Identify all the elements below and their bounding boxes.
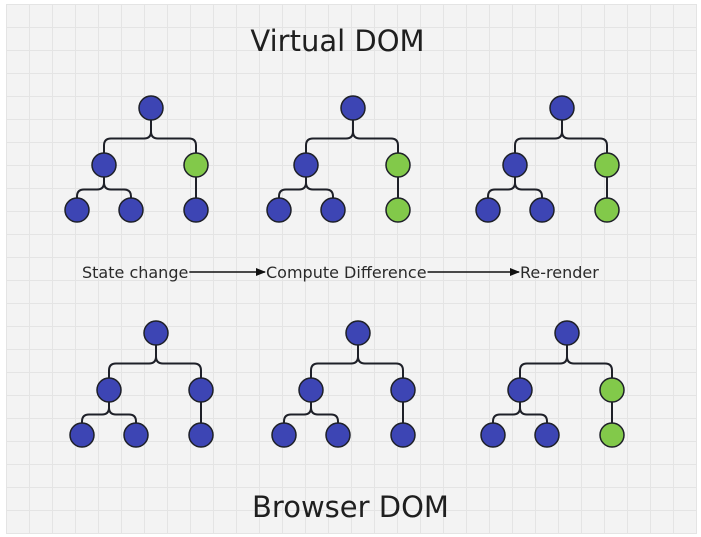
virtual-tree-1-edge-left-grandchild-2: [103, 177, 132, 198]
virtual-tree-3-node-right-grandchild: [594, 197, 620, 223]
browser-tree-3-edge-right-child: [566, 345, 613, 378]
virtual-tree-3-node-left-grandchild-1: [475, 197, 501, 223]
browser-tree-2-node-left-grandchild-2: [325, 422, 351, 448]
virtual-tree-3-edge-left-grandchild-2: [514, 177, 543, 198]
browser-tree-3-tree: [480, 320, 625, 448]
grid-board: [6, 4, 697, 534]
browser-tree-1-node-right-child: [188, 377, 214, 403]
virtual-tree-3-edge-left-grandchild-1: [487, 177, 516, 198]
browser-tree-3-edge-left-child: [519, 345, 568, 378]
virtual-tree-1-node-left-grandchild-2: [118, 197, 144, 223]
browser-tree-1-edge-left-child: [108, 345, 157, 378]
browser-tree-1-edge-left-grandchild-2: [108, 402, 137, 423]
flow-step-3-label: Re-render: [520, 263, 599, 282]
browser-tree-1-node-left-grandchild-1: [69, 422, 95, 448]
browser-tree-3-node-root: [554, 320, 580, 346]
virtual-tree-2-edge-right-child: [352, 120, 399, 153]
browser-tree-2-node-left-child: [298, 377, 324, 403]
browser-tree-2-node-right-child: [390, 377, 416, 403]
flow-step-1-label: State change: [82, 263, 188, 282]
browser-tree-1-edge-right-child: [155, 345, 202, 378]
virtual-tree-3-node-root: [549, 95, 575, 121]
browser-tree-2-node-right-grandchild: [390, 422, 416, 448]
browser-tree-2-edge-left-child: [310, 345, 359, 378]
flow-step-2-label: Compute Difference: [266, 263, 427, 282]
browser-tree-1-edge-left-grandchild-1: [81, 402, 110, 423]
browser-tree-2-edge-right-child: [357, 345, 404, 378]
browser-tree-2-node-left-grandchild-1: [271, 422, 297, 448]
virtual-tree-1-tree: [64, 95, 209, 223]
virtual-tree-1-node-root: [138, 95, 164, 121]
browser-tree-1-tree: [69, 320, 214, 448]
virtual-tree-2-tree: [266, 95, 411, 223]
virtual-tree-1-edge-right-child: [150, 120, 197, 153]
browser-tree-2-edge-left-grandchild-2: [310, 402, 339, 423]
virtual-tree-2-node-root: [340, 95, 366, 121]
virtual-tree-3-edge-left-child: [514, 120, 563, 153]
virtual-tree-3-tree: [475, 95, 620, 223]
browser-tree-3-node-left-child: [507, 377, 533, 403]
browser-tree-1-node-left-child: [96, 377, 122, 403]
browser-tree-2-edge-left-grandchild-1: [283, 402, 312, 423]
browser-tree-2-node-root: [345, 320, 371, 346]
virtual-tree-1-edge-left-child: [103, 120, 152, 153]
browser-tree-3-node-left-grandchild-1: [480, 422, 506, 448]
browser-tree-3-node-right-child: [599, 377, 625, 403]
virtual-tree-1-node-left-child: [91, 152, 117, 178]
virtual-tree-1-node-right-child: [183, 152, 209, 178]
browser-tree-1-node-root: [143, 320, 169, 346]
browser-tree-3-edge-left-grandchild-1: [492, 402, 521, 423]
virtual-tree-3-node-right-child: [594, 152, 620, 178]
virtual-tree-3-node-left-grandchild-2: [529, 197, 555, 223]
browser-tree-1-node-right-grandchild: [188, 422, 214, 448]
trees-layer: [64, 95, 625, 448]
virtual-tree-2-node-left-grandchild-1: [266, 197, 292, 223]
virtual-tree-2-edge-left-child: [305, 120, 354, 153]
virtual-tree-2-node-left-child: [293, 152, 319, 178]
browser-dom-title: Browser DOM: [252, 490, 449, 524]
virtual-tree-1-edge-left-grandchild-1: [76, 177, 105, 198]
virtual-tree-3-node-left-child: [502, 152, 528, 178]
virtual-tree-1-node-right-grandchild: [183, 197, 209, 223]
flow-layer: State change Compute Difference Re-render: [82, 263, 599, 282]
browser-tree-3-edge-left-grandchild-2: [519, 402, 548, 423]
virtual-tree-2-node-right-grandchild: [385, 197, 411, 223]
browser-tree-3-node-left-grandchild-2: [534, 422, 560, 448]
virtual-dom-title: Virtual DOM: [250, 24, 425, 58]
browser-tree-1-node-left-grandchild-2: [123, 422, 149, 448]
virtual-tree-2-edge-left-grandchild-2: [305, 177, 334, 198]
virtual-tree-2-node-right-child: [385, 152, 411, 178]
browser-tree-2-tree: [271, 320, 416, 448]
virtual-tree-3-edge-right-child: [561, 120, 608, 153]
virtual-tree-2-node-left-grandchild-2: [320, 197, 346, 223]
browser-tree-3-node-right-grandchild: [599, 422, 625, 448]
virtual-tree-1-node-left-grandchild-1: [64, 197, 90, 223]
virtual-tree-2-edge-left-grandchild-1: [278, 177, 307, 198]
